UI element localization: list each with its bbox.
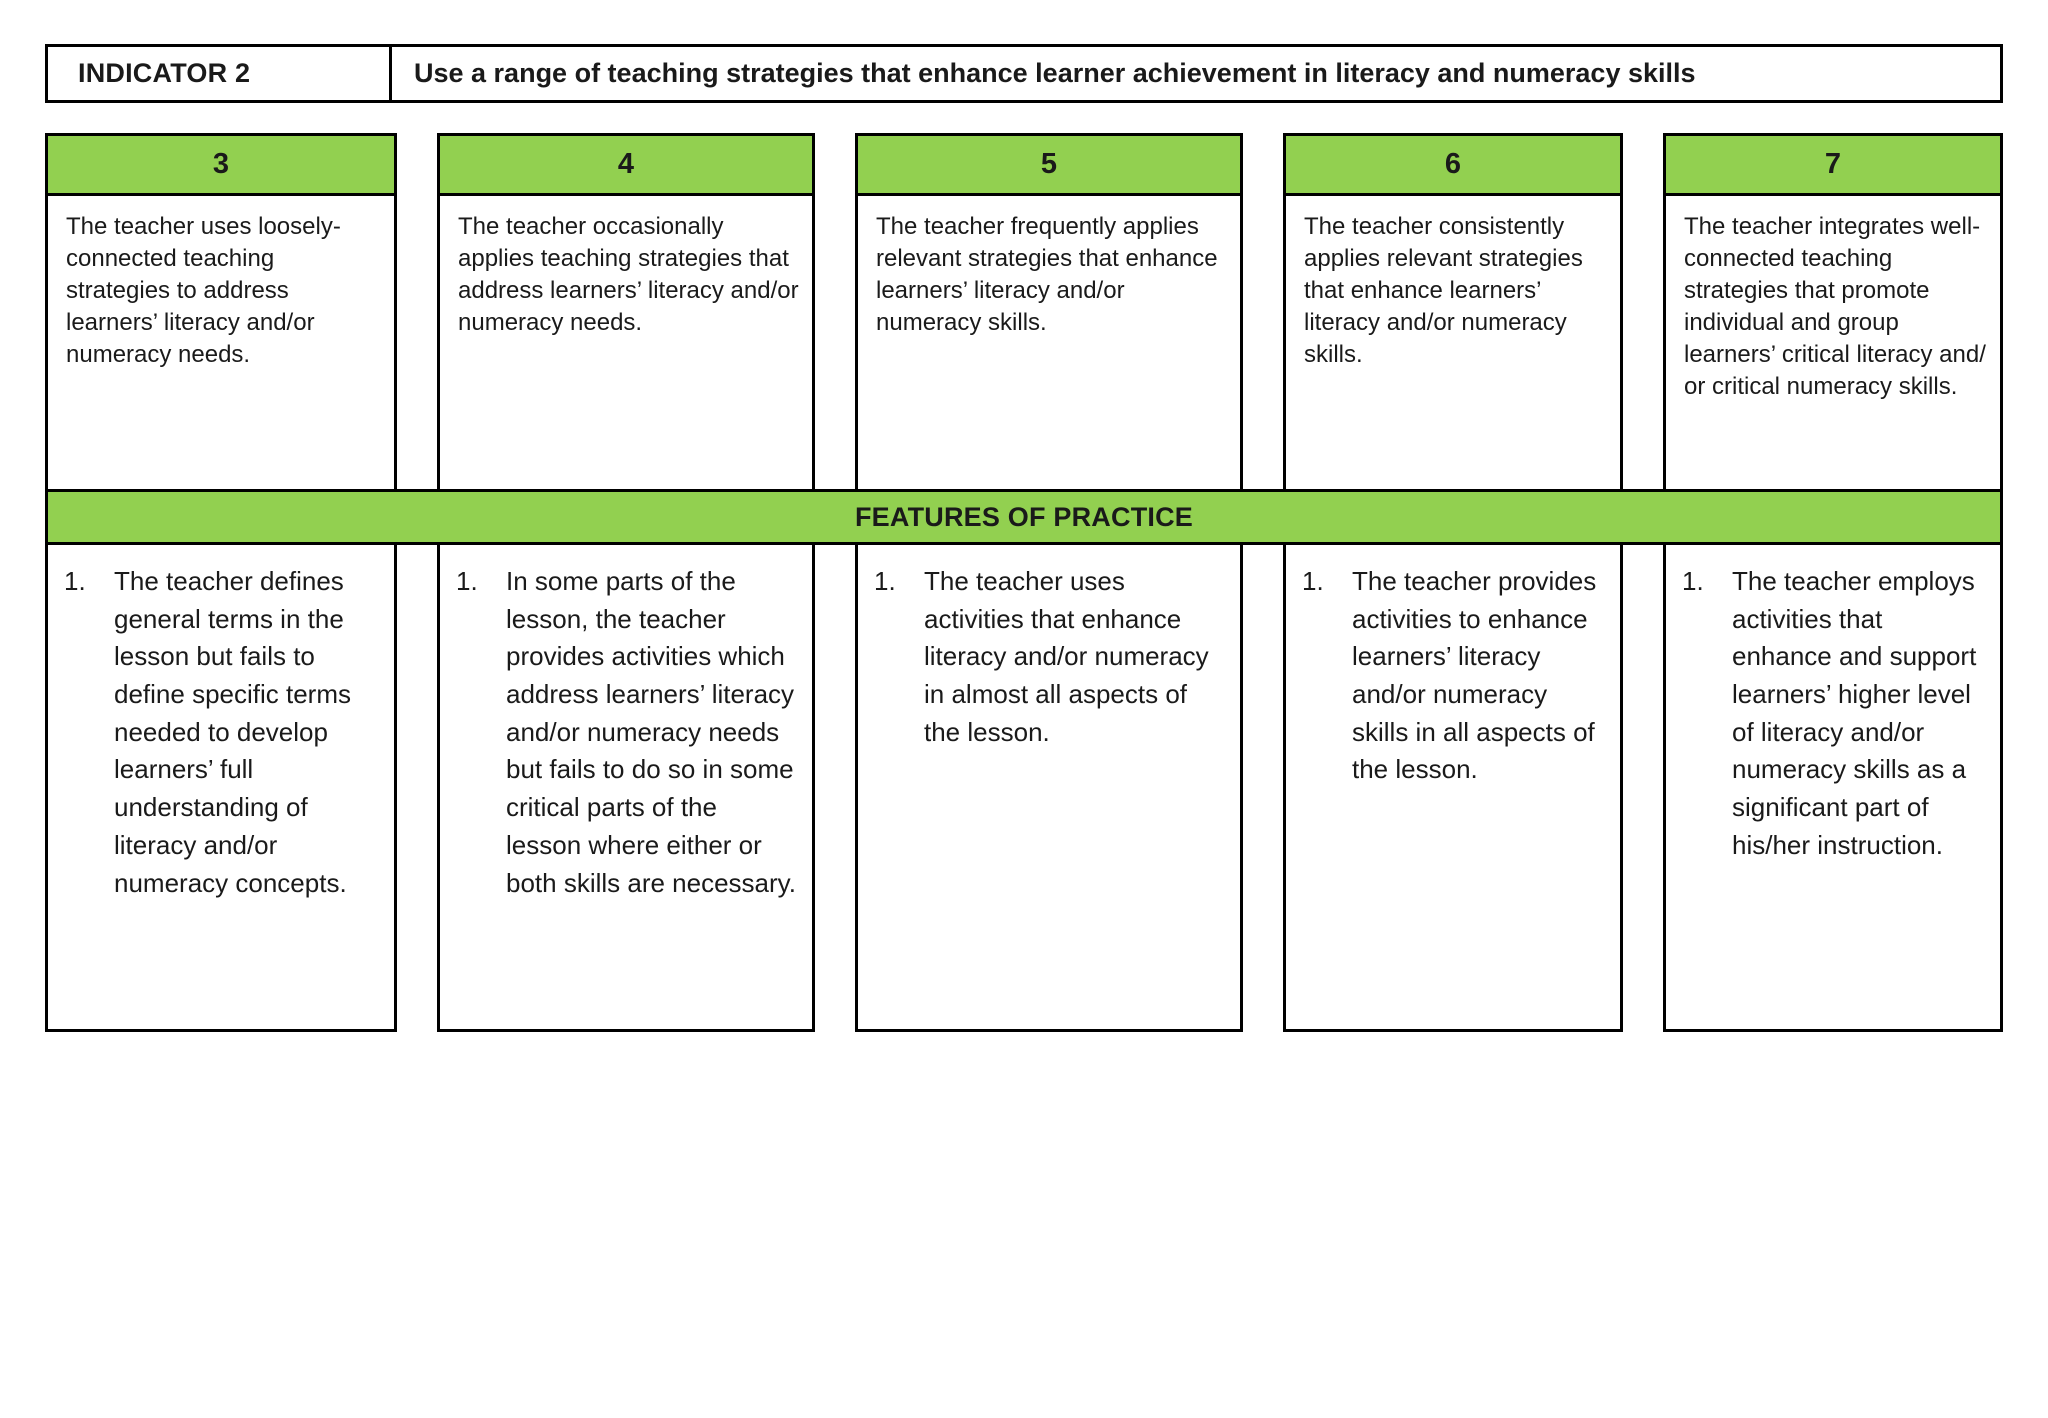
column-score-7: 7 The teacher integrates well- connected…: [1663, 133, 2003, 492]
descriptor-cell-5: The teacher frequently applies relevant …: [855, 193, 1243, 492]
descriptor-cell-3: The teacher uses loosely-connected teach…: [45, 193, 397, 492]
feature-text: The teacher provides activities to enhan…: [1352, 566, 1597, 785]
feature-text: The teacher defines general terms in the…: [114, 566, 351, 898]
feature-number: 1.: [874, 566, 896, 596]
feature-text: In some parts of the lesson, the teacher…: [506, 566, 796, 898]
feature-cell-4: 1. In some parts of the lesson, the teac…: [437, 542, 815, 1032]
indicator-header-row: INDICATOR 2 Use a range of teaching stra…: [45, 44, 2003, 103]
features-of-practice-band: FEATURES OF PRACTICE: [45, 489, 2003, 545]
column-score-4: 4 The teacher occasionally applies teach…: [437, 133, 815, 492]
feature-cell-5: 1. The teacher uses activities that enha…: [855, 542, 1243, 1032]
descriptor-cell-4: The teacher occasionally applies teachin…: [437, 193, 815, 492]
feature-number: 1.: [456, 566, 478, 596]
score-header-4: 4: [437, 133, 815, 193]
column-score-6: 6 The teacher consistently applies relev…: [1283, 133, 1623, 492]
indicator-statement: Use a range of teaching strategies that …: [414, 58, 1696, 88]
descriptor-cell-7: The teacher integrates well- connected t…: [1663, 193, 2003, 492]
score-and-descriptor-row: 3 The teacher uses loosely-connected tea…: [45, 133, 2003, 492]
column-score-3: 3 The teacher uses loosely-connected tea…: [45, 133, 397, 492]
score-header-5: 5: [855, 133, 1243, 193]
column-score-5: 5 The teacher frequently applies relevan…: [855, 133, 1243, 492]
features-row: 1. The teacher defines general terms in …: [45, 542, 2003, 1032]
feature-cell-3: 1. The teacher defines general terms in …: [45, 542, 397, 1032]
feature-cell-6: 1. The teacher provides activities to en…: [1283, 542, 1623, 1032]
descriptor-cell-6: The teacher consistently applies relevan…: [1283, 193, 1623, 492]
feature-number: 1.: [1302, 566, 1324, 596]
indicator-label: INDICATOR 2: [48, 47, 392, 100]
feature-number: 1.: [64, 566, 86, 596]
feature-number: 1.: [1682, 566, 1704, 596]
feature-text: The teacher uses activities that enhance…: [924, 566, 1209, 747]
feature-cell-7: 1. The teacher employs activities that e…: [1663, 542, 2003, 1032]
score-header-6: 6: [1283, 133, 1623, 193]
feature-text: The teacher employs activities that enha…: [1732, 566, 1977, 860]
score-header-3: 3: [45, 133, 397, 193]
score-header-7: 7: [1663, 133, 2003, 193]
rubric-table: 3 The teacher uses loosely-connected tea…: [45, 133, 2003, 1032]
